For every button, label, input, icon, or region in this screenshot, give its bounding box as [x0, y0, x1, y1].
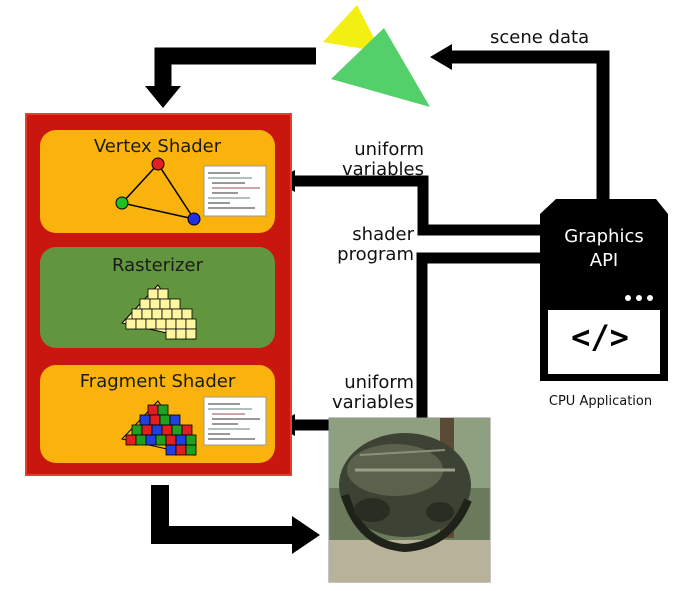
- vertex-triangle-icon: [115, 157, 267, 226]
- vertex-shader-label: Vertex Shader: [93, 136, 222, 157]
- rendered-image: [328, 417, 491, 583]
- computer-icon: [540, 199, 668, 381]
- vertex-shader-stage: Vertex Shader: [40, 130, 275, 233]
- code-snippet-icon: [203, 165, 267, 217]
- output-arrow: [151, 485, 292, 544]
- uniform-top-line2: variables: [342, 159, 424, 180]
- uniform-top-line1: uniform: [354, 139, 424, 160]
- scene-to-pipeline-arrow: [154, 47, 316, 86]
- scene-triangle-green: [331, 28, 430, 107]
- scene-triangle-yellow: [323, 5, 381, 52]
- rasterizer-label: Rasterizer: [112, 255, 203, 276]
- code-brackets-icon: </>: [571, 318, 629, 356]
- fragment-shader-stage: Fragment Shader: [40, 365, 275, 463]
- api-to-scene-arrow: [452, 50, 610, 205]
- ellipsis-icon: [625, 295, 631, 301]
- output-arrow-head: [292, 516, 320, 554]
- scene-data-label: scene data: [490, 27, 590, 48]
- shader-line2: program: [337, 244, 414, 265]
- shader-line1: shader: [352, 224, 414, 245]
- rasterizer-stage: Rasterizer: [40, 247, 275, 348]
- uniform-bottom-line2: variables: [332, 392, 414, 413]
- uniform-top-arrow: [294, 175, 540, 236]
- shader-program-label: shader program: [310, 225, 414, 265]
- uniform-variables-top-label: uniform variables: [320, 140, 424, 180]
- cpu-application-label: CPU Application: [548, 394, 653, 409]
- uniform-variables-bottom-label: uniform variables: [310, 373, 414, 413]
- graphics-api-label: Graphics API: [552, 225, 656, 273]
- raster-grid-icon: [121, 284, 197, 340]
- api-title-line2: API: [589, 250, 619, 271]
- uniform-bottom-line1: uniform: [344, 372, 414, 393]
- fragment-shader-label: Fragment Shader: [79, 371, 236, 392]
- api-scene-arrow-head: [430, 44, 452, 70]
- scene-arrow-head: [145, 86, 181, 108]
- api-title-line1: Graphics: [564, 226, 644, 247]
- gpu-pipeline: Vertex Shader Ra: [25, 113, 292, 476]
- fragment-grid-icon: [121, 396, 267, 456]
- code-snippet-icon: [203, 396, 267, 446]
